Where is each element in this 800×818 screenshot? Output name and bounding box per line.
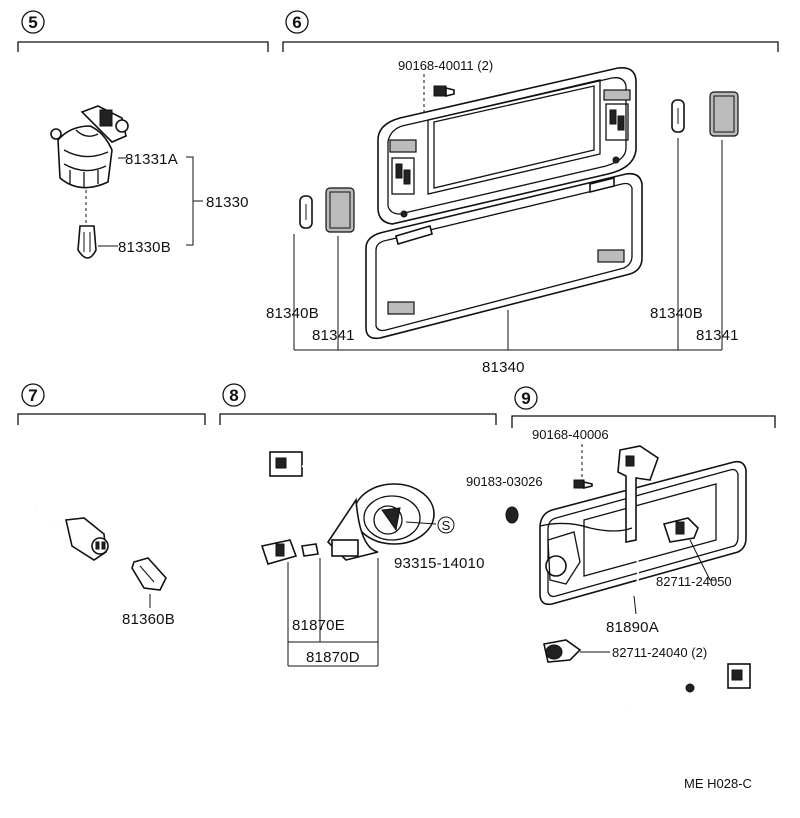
bulb-81360b-drawing (131, 557, 167, 591)
label-81870e: 81870E (292, 617, 345, 634)
label-81360b: 81360B (122, 611, 175, 628)
visor-lower-mirror-drawing (365, 172, 643, 340)
section-5-bracket (17, 41, 269, 52)
section-6: 6 90168-40011 (2) (266, 10, 779, 376)
label-93315-14010: 93315-14010 (394, 555, 485, 572)
section-8: 8 S 93315-14010 81870E 81870D (219, 383, 497, 667)
section-9-circle (514, 386, 538, 410)
label-81340b-left: 81340B (266, 305, 319, 322)
wire-81890a-drawing (527, 543, 751, 732)
section-6-circle (285, 10, 309, 34)
section-7: 7 81360B (17, 383, 206, 628)
label-81340b-right: 81340B (650, 305, 703, 322)
section-5: 5 81331A 81330B 81330 (17, 10, 269, 259)
section-8-circle (222, 383, 246, 407)
label-82711-24050: 82711-24050 (656, 574, 732, 589)
bulb-81330b-drawing (77, 225, 97, 259)
lamp-housing-93315-drawing (326, 483, 435, 561)
section-9-bracket (511, 415, 776, 428)
section-9: 9 90168-40006 90183-03026 8271 (466, 386, 776, 732)
section-7-circle (21, 383, 45, 407)
label-81330b: 81330B (118, 239, 171, 256)
clip-82711-24040-drawing (543, 639, 582, 663)
label-81341-left: 81341 (312, 327, 355, 344)
socket-81360-drawing (35, 509, 109, 561)
nut-drawing (505, 506, 519, 524)
section-5-circle (21, 10, 45, 34)
label-81870d: 81870D (306, 649, 360, 666)
connector-81870-drawing (224, 451, 334, 565)
label-90168-40011: 90168-40011 (2) (398, 58, 493, 73)
label-81331a: 81331A (125, 151, 178, 168)
diagram-code: ME H028-C (684, 776, 752, 791)
visor-panel-drawing (539, 460, 747, 606)
section-8-number: 8 (229, 386, 238, 405)
section-9-number: 9 (521, 389, 530, 408)
lamp-81340b-right-drawing (671, 99, 685, 133)
socket-81331a-drawing (50, 105, 129, 189)
screw-90168-40011-drawing (433, 85, 455, 98)
visor-upper-frame-drawing (377, 66, 637, 225)
label-82711-24040: 82711-24040 (2) (612, 645, 707, 660)
label-81341-right: 81341 (696, 327, 739, 344)
section-6-number: 6 (292, 13, 301, 32)
section-6-bracket (282, 41, 779, 52)
lens-81341-right-drawing (709, 91, 739, 137)
symbol-s: S (442, 518, 451, 533)
screw-90183-drawing (573, 479, 593, 490)
section-7-number: 7 (28, 386, 37, 405)
lens-81341-left-drawing (325, 187, 355, 233)
section-5-number: 5 (28, 13, 37, 32)
label-81330: 81330 (206, 194, 249, 211)
clip-82711-24050-drawing (662, 517, 699, 543)
section-8-bracket (219, 413, 497, 425)
symbol-s-circle (437, 516, 455, 534)
label-81890a: 81890A (606, 619, 659, 636)
label-90183-03026: 90183-03026 (466, 474, 543, 489)
label-90168-40006: 90168-40006 (532, 427, 609, 442)
section-7-bracket (17, 413, 206, 425)
lamp-81340b-left-drawing (299, 195, 313, 229)
hinge-90168-40006-drawing (539, 445, 659, 543)
label-81340: 81340 (482, 359, 525, 376)
